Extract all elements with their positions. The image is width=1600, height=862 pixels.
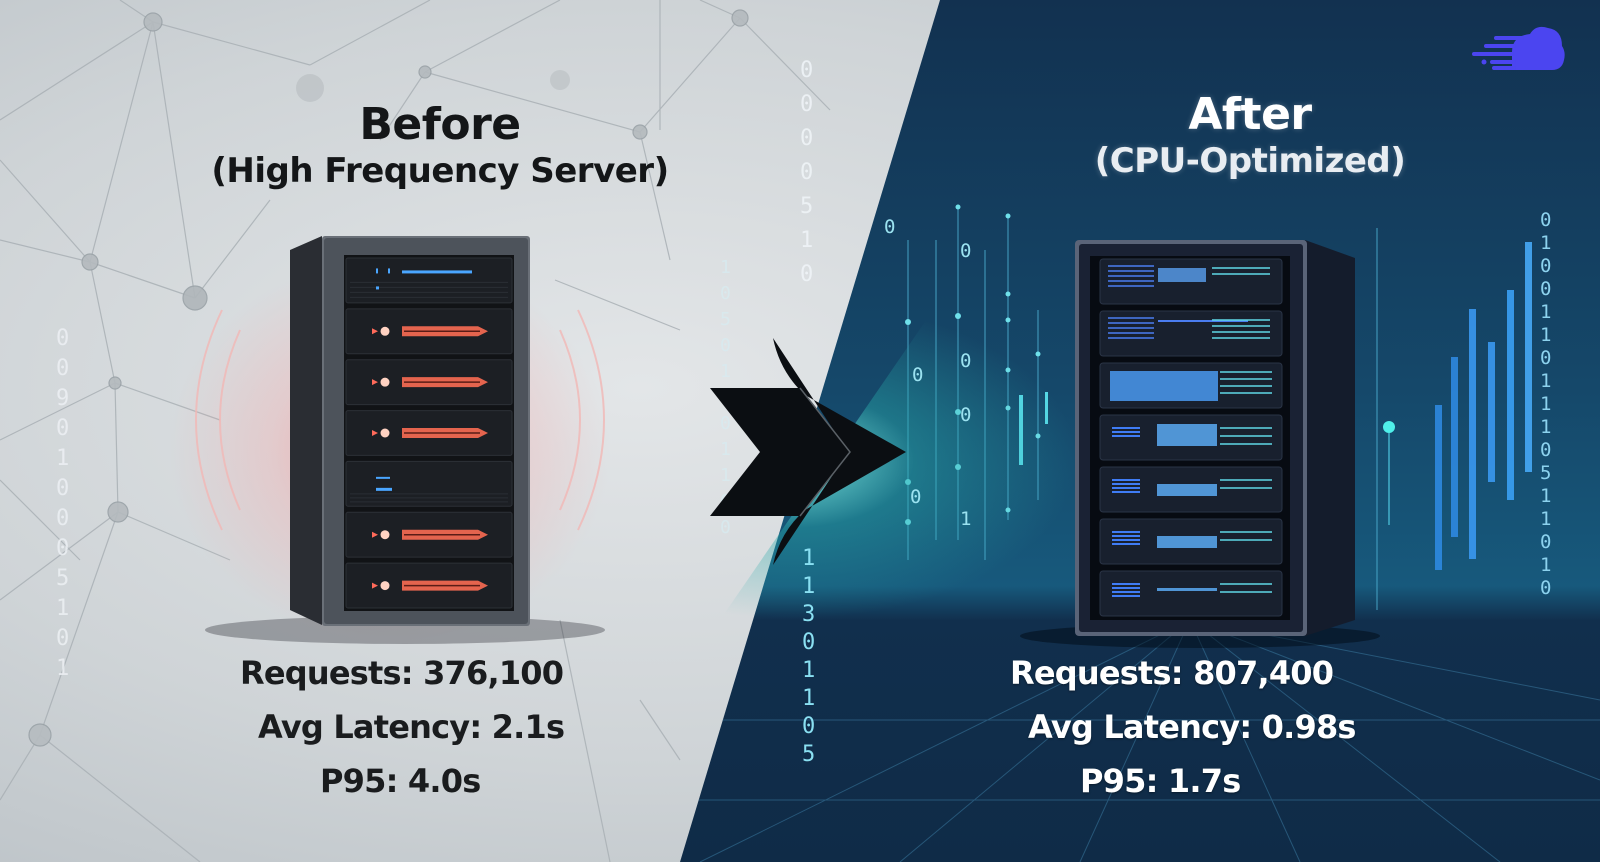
after-title: After	[1188, 89, 1312, 140]
overloaded-drive-bay	[345, 511, 513, 558]
overloaded-drive-bay	[345, 308, 513, 355]
cloud-speed-icon	[1472, 26, 1565, 70]
overloaded-drive-bay	[345, 562, 513, 609]
overloaded-drive-bay	[345, 410, 513, 456]
after-p95: P95: 1.7s	[1080, 762, 1241, 800]
throughput-bars	[1435, 242, 1532, 570]
before-requests: Requests: 376,100	[240, 654, 564, 692]
binary-stream-left: 0 0 9 0 1 0 0 0 5 1 0 1	[56, 326, 70, 681]
binary-stream-right: 0 1 0 0 1 1 0 1 1 1 0 5 1 1 0 1 0	[1540, 209, 1552, 599]
before-avg-latency: Avg Latency: 2.1s	[258, 708, 565, 746]
status-bay	[345, 460, 513, 507]
before-title: Before	[359, 99, 521, 150]
optimized-drive-bay	[1099, 258, 1283, 305]
overloaded-drive-bay	[345, 359, 513, 406]
after-subtitle: (CPU-Optimized)	[1094, 141, 1406, 181]
binary-digit: 0	[912, 364, 924, 386]
after-metrics: Requests: 807,400 Avg Latency: 0.98s P95…	[1010, 646, 1356, 808]
optimized-drive-bay	[1099, 466, 1283, 513]
after-avg-latency: Avg Latency: 0.98s	[1028, 708, 1356, 746]
status-bay	[345, 257, 513, 304]
after-heading: After (CPU-Optimized)	[1020, 90, 1480, 182]
after-requests: Requests: 807,400	[1010, 654, 1334, 692]
binary-digit: 1	[960, 508, 972, 530]
binary-digit: 0	[960, 350, 972, 372]
binary-digit: 0	[960, 240, 972, 262]
binary-digit: 0	[960, 404, 972, 426]
optimized-drive-bay	[1099, 518, 1283, 565]
binary-digit: 0	[884, 216, 896, 238]
before-p95: P95: 4.0s	[320, 762, 481, 800]
before-heading: Before (High Frequency Server)	[180, 100, 700, 192]
optimized-drive-bay	[1099, 310, 1283, 357]
before-metrics: Requests: 376,100 Avg Latency: 2.1s P95:…	[240, 646, 565, 808]
optimized-drive-bay	[1099, 414, 1283, 461]
optimized-drive-bay	[1099, 570, 1283, 617]
optimized-drive-bay	[1099, 362, 1283, 409]
binary-stream-center-top: 0 0 0 0 5 1 0	[800, 58, 814, 287]
binary-digit: 0	[910, 486, 922, 508]
binary-stream-center-bottom: 1 1 3 0 1 1 0 5	[802, 546, 816, 767]
before-subtitle: (High Frequency Server)	[211, 151, 669, 191]
